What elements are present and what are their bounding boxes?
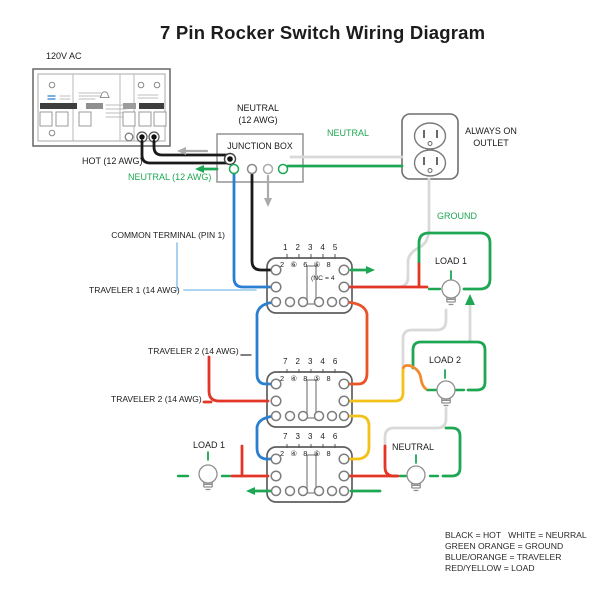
ground-loop-neutral [441,426,462,478]
load-yellow-wire [345,368,405,403]
load1-right-bulb [441,279,461,306]
breaker-handle [123,103,136,109]
load2-label: LOAD 2 [428,355,461,365]
traveler1-label: TRAVELER 1 (14 AWG) [89,285,180,295]
receptacle [413,122,447,150]
always-on-outlet [401,113,459,180]
legend-line: BLUE/ORANGE = TRAVELER [445,552,562,562]
up-arrow-icon [465,294,475,305]
legend-line: BLACK = HOT WHITE = NEURRAL [445,530,587,540]
breaker-handle [40,103,77,109]
neutral-bulb-label: NEUTRAL [392,442,435,452]
left-arrow-icon [177,147,186,155]
bulb-dash [176,287,466,478]
neutral-wire [401,308,448,370]
ground-label: GROUND [437,211,477,221]
switch3-inner-pins: 2 ④ 8 ⑥ 8 [280,449,332,458]
legend-line: RED/YELLOW = LOAD [445,563,535,573]
ground-loop-load1 [417,231,492,291]
neutral-bulb [406,465,426,492]
neutral-wire-label: NEUTRAL (12 AWG) [128,172,212,182]
rocker-actuator [306,454,317,494]
switch2-pin-numbers: 7 2 3 4 6 [283,357,339,366]
panel-terminal [124,132,134,142]
traveler2-lower-label: TRAVELER 2 (14 AWG) [111,394,202,404]
neutral-top-label-2: (12 AWG) [238,115,278,125]
neutral-outlet-label: NEUTRAL [327,128,370,138]
panel-screw [48,129,56,137]
panel-screw [137,81,145,89]
terminals [223,152,350,497]
load-red-wire [207,355,270,403]
switch1-pin-numbers: 1 2 3 4 5 [283,243,339,252]
wires [140,139,492,493]
outlet-label-1: ALWAYS ON [465,126,517,136]
panel-screw [153,81,161,89]
load1-left-bulb [198,464,218,491]
neutral-wire [383,406,448,448]
traveler-orange-wire [343,300,369,386]
rocker-actuator [306,379,317,419]
ground-loop-load2 [411,340,487,392]
label-leader [176,242,257,291]
load-orange-wire [401,364,428,391]
left-arrow-icon [195,165,204,173]
left-arrow-icon [246,487,255,495]
common-terminal-label: COMMON TERMINAL (PIN 1) [111,230,225,240]
receptacle [413,149,447,177]
label-pointer [207,270,452,464]
traveler-blue-wire [255,300,278,386]
traveler-blue-wire [255,414,278,461]
traveler2-upper-label: TRAVELER 2 (14 AWG) [148,346,239,356]
breaker-handle [139,103,164,109]
load1-left-label: LOAD 1 [192,440,225,450]
hot-wire-label: HOT (12 AWG) [82,156,143,166]
outlet-label-2: OUTLET [473,138,509,148]
page-title: 7 Pin Rocker Switch Wiring Diagram [160,22,486,43]
bulbs [198,279,461,492]
breaker-panel [32,68,171,147]
switch3-pin-numbers: 7 3 3 4 6 [283,432,339,441]
switch1-nc-note: (NC = 4 [311,275,335,282]
rocker-actuator [306,265,317,305]
down-arrow-icon [264,198,272,207]
hot-wire [152,139,229,157]
panel-voltage-label: 120V AC [46,51,82,61]
bell-icon [99,91,110,99]
neutral-top-label-1: NEUTRAL [236,103,279,113]
load2-bulb [436,380,456,407]
switch1-inner-pins: 2 ⑥ 6 ⑥ 8 [280,260,332,269]
neutral-wire [349,177,431,289]
switch2-inner-pins: 2 ④ 8 ⑤ 8 [280,374,332,383]
panel-screw [48,81,56,89]
load-yellow-wire [345,414,371,461]
breaker-handle [86,103,103,109]
hot-wire-to-switch1 [250,172,273,272]
load1-right-label: LOAD 1 [434,256,467,266]
traveler-blue-wire [232,172,273,289]
right-arrow-icon [366,266,375,274]
junction-box-label: JUNCTION BOX [227,141,293,151]
legend-line: GREEN ORANGE = GROUND [445,541,564,551]
hot-wire [140,139,229,165]
arrowheads [177,147,475,495]
load-red-wire [383,444,400,478]
